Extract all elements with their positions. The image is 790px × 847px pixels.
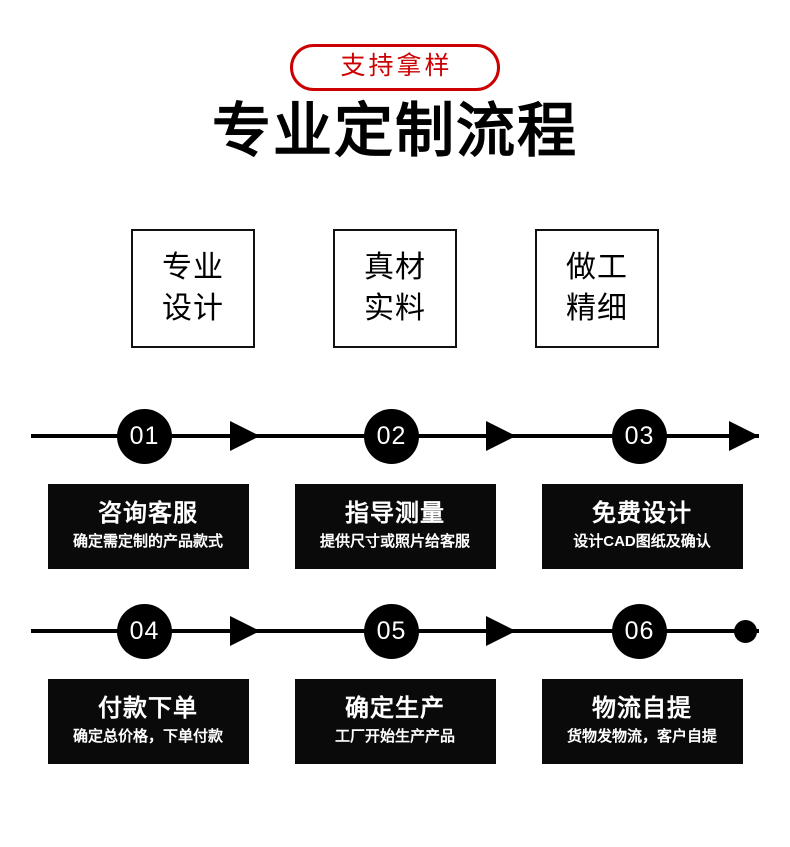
feature-box-group: 专业 设计 真材 实料 做工 精细 <box>0 229 790 348</box>
timeline-step-marker-05: 05 <box>364 604 419 659</box>
feature-line-2: 精细 <box>566 291 628 325</box>
arrow-right-icon <box>486 616 516 646</box>
feature-line-1: 做工 <box>566 251 628 284</box>
feature-line-2: 实料 <box>364 291 426 325</box>
step-card-subtitle: 货物发物流，客户自提 <box>566 728 717 746</box>
step-card-title: 咨询客服 <box>98 500 198 528</box>
step-card-subtitle: 提供尺寸或照片给客服 <box>319 533 470 551</box>
timeline-step-marker-06: 06 <box>612 604 667 659</box>
arrow-right-icon <box>230 616 260 646</box>
step-card-group-1: 咨询客服 确定需定制的产品款式 指导测量 提供尺寸或照片给客服 免费设计 设计C… <box>0 484 790 569</box>
step-card-title: 物流自提 <box>592 695 692 723</box>
feature-line-2: 设计 <box>162 291 224 325</box>
page-title: 专业定制流程 <box>211 98 578 164</box>
step-card-01: 咨询客服 确定需定制的产品款式 <box>47 484 249 569</box>
feature-line-1: 专业 <box>162 251 224 284</box>
step-card-title: 确定生产 <box>345 695 445 723</box>
step-card-04: 付款下单 确定总价格，下单付款 <box>47 679 249 764</box>
sample-support-badge: 支持拿样 <box>290 44 500 91</box>
step-card-subtitle: 确定需定制的产品款式 <box>72 533 223 551</box>
timeline-row-2: 04 05 06 <box>0 593 790 671</box>
step-card-group-2: 付款下单 确定总价格，下单付款 确定生产 工厂开始生产产品 物流自提 货物发物流… <box>0 679 790 764</box>
timeline-step-marker-04: 04 <box>117 604 172 659</box>
step-card-title: 指导测量 <box>345 500 445 528</box>
timeline-step-marker-01: 01 <box>117 409 172 464</box>
feature-box-craft: 做工 精细 <box>535 229 659 348</box>
step-card-subtitle: 确定总价格，下单付款 <box>72 728 223 746</box>
step-card-title: 免费设计 <box>592 500 692 528</box>
timeline-end-dot-icon <box>734 620 757 643</box>
feature-box-design: 专业 设计 <box>131 229 255 348</box>
step-card-title: 付款下单 <box>98 695 198 723</box>
badge-container: 支持拿样 <box>0 44 790 91</box>
feature-line-1: 真材 <box>364 251 426 284</box>
timeline-row-1: 01 02 03 <box>0 398 790 476</box>
process-row-2: 04 05 06 <box>0 593 790 671</box>
step-card-subtitle: 工厂开始生产产品 <box>334 728 455 746</box>
feature-box-material: 真材 实料 <box>333 229 457 348</box>
arrow-right-icon <box>230 421 260 451</box>
step-card-02: 指导测量 提供尺寸或照片给客服 <box>294 484 496 569</box>
step-card-05: 确定生产 工厂开始生产产品 <box>294 679 496 764</box>
arrow-right-icon <box>486 421 516 451</box>
step-card-06: 物流自提 货物发物流，客户自提 <box>541 679 743 764</box>
arrow-right-end-icon <box>729 421 759 451</box>
timeline-step-marker-02: 02 <box>364 409 419 464</box>
step-card-03: 免费设计 设计CAD图纸及确认 <box>541 484 743 569</box>
process-row-1: 01 02 03 <box>0 398 790 476</box>
timeline-step-marker-03: 03 <box>612 409 667 464</box>
step-card-subtitle: 设计CAD图纸及确认 <box>573 533 711 551</box>
